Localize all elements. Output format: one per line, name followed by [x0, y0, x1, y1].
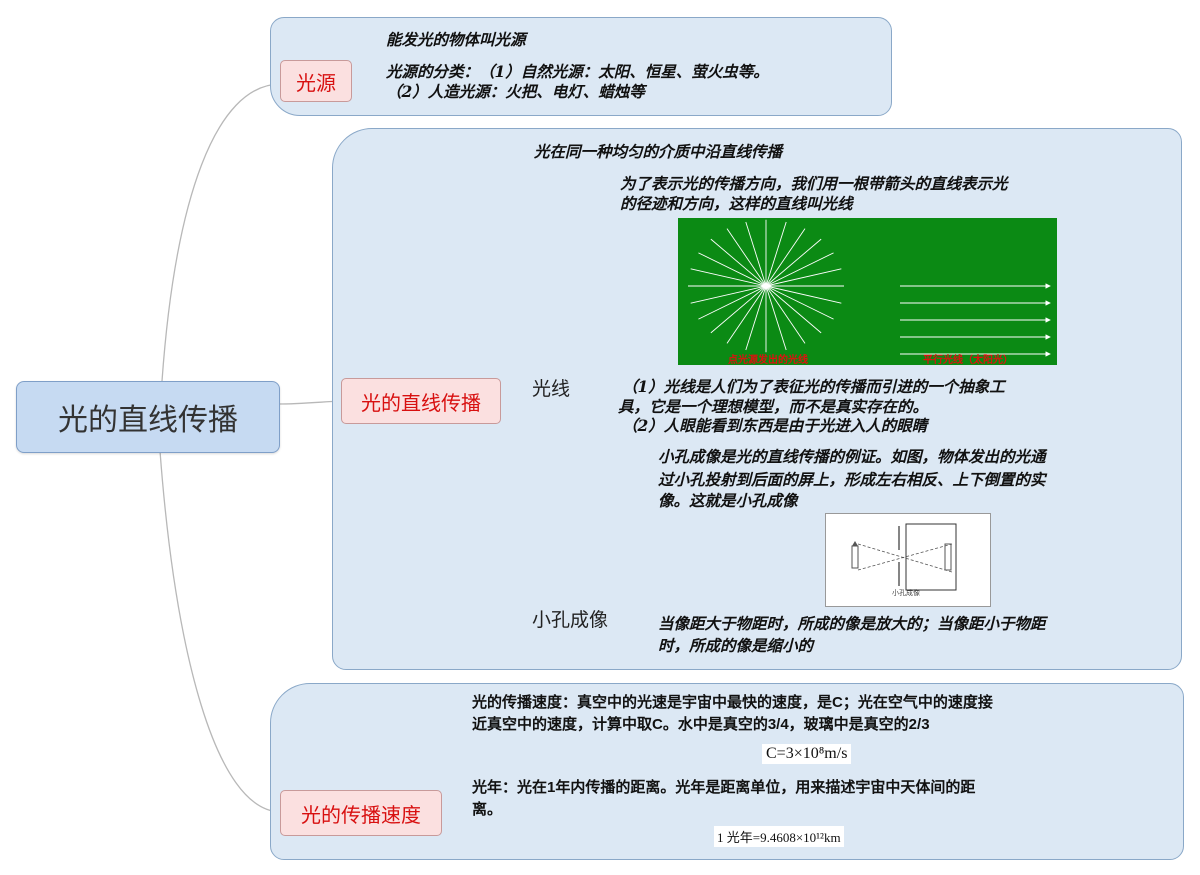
topic-propagation-label: 光的直线传播 [361, 390, 481, 415]
source-panel [270, 17, 892, 116]
ray-line [765, 268, 842, 287]
root-title: 光的直线传播 [58, 403, 238, 438]
point-source-dot [763, 283, 769, 289]
pinhole-note-2: 时，所成的像是缩小的 [658, 636, 814, 655]
ray-note-1: （1）光线是人们为了表征光的传播而引进的一个抽象工 [622, 377, 1005, 396]
ray-line [698, 252, 767, 287]
ray-line [690, 268, 767, 287]
source-definition: 能发光的物体叫光源 [386, 30, 526, 49]
root-topic[interactable]: 光的直线传播 [16, 381, 280, 453]
ray-line [765, 285, 842, 304]
topic-source-label: 光源 [296, 70, 336, 95]
parallel-light-caption: 平行光线（太阳光） [923, 355, 1013, 366]
ray-line [710, 238, 767, 287]
pinhole-figure-caption: 小孔成像 [892, 589, 920, 597]
point-source-caption: 点光源发出的光线 [728, 355, 808, 366]
connector-propagation [277, 400, 341, 405]
speed-description-2: 近真空中的速度，计算中取C。水中是真空的3/4，玻璃中是真空的2/3 [472, 716, 930, 733]
ray-line [745, 285, 767, 351]
pinhole-description-2: 过小孔投射到后面的屏上，形成左右相反、上下倒置的实 [658, 470, 1046, 489]
topic-propagation[interactable]: 光的直线传播 [341, 378, 501, 424]
ray-line [765, 285, 822, 334]
light-ray-figure: 点光源发出的光线 平行光线（太阳光） [678, 218, 1057, 366]
ray-line [690, 285, 767, 304]
speed-formula: C=3×10⁸m/s [762, 744, 852, 764]
pinhole-description-3: 像。这就是小孔成像 [658, 491, 798, 510]
ray-line [710, 285, 767, 334]
ray-definition-2: 的径迹和方向，这样的直线叫光线 [620, 194, 853, 213]
ray-definition-1: 为了表示光的传播方向，我们用一根带箭头的直线表示光 [620, 174, 1008, 193]
ray-note-2: 具，它是一个理想模型，而不是真实存在的。 [618, 397, 929, 416]
ray-line [745, 221, 767, 287]
ray-line [765, 221, 787, 287]
ray-line [698, 285, 767, 320]
pinhole-figure-drawing [851, 523, 957, 591]
topic-speed[interactable]: 光的传播速度 [280, 790, 442, 836]
ray-line [726, 285, 767, 344]
lightyear-description-2: 离。 [472, 801, 503, 818]
topic-source[interactable]: 光源 [280, 60, 352, 102]
ray-line [726, 228, 767, 287]
subtopic-ray-label[interactable]: 光线 [532, 378, 571, 400]
topic-speed-label: 光的传播速度 [301, 802, 421, 827]
ray-line [765, 285, 787, 351]
ray-line [765, 252, 834, 287]
source-classification-1: 光源的分类：（1）自然光源：太阳、恒星、萤火虫等。 [386, 62, 769, 81]
source-classification-2: （2）人造光源：火把、电灯、蜡烛等 [386, 82, 645, 101]
pinhole-note-1: 当像距大于物距时，所成的像是放大的；当像距小于物距 [658, 614, 1046, 633]
ray-line [765, 238, 822, 287]
ray-line [765, 285, 806, 344]
lightyear-description-1: 光年：光在1年内传播的距离。光年是距离单位，用来描述宇宙中天体间的距 [472, 779, 976, 796]
ray-note-3: （2）人眼能看到东西是由于光进入人的眼睛 [622, 416, 928, 435]
speed-description-1: 光的传播速度：真空中的光速是宇宙中最快的速度，是C；光在空气中的速度接 [472, 694, 993, 711]
subtopic-pinhole-label[interactable]: 小孔成像 [532, 609, 609, 631]
connector-speed [159, 450, 281, 813]
light-ray-figure-drawing [688, 219, 1051, 357]
pinhole-figure: 小孔成像 [825, 513, 991, 607]
parallel-rays [900, 283, 1051, 357]
ray-line [765, 228, 806, 287]
ray-line [765, 285, 834, 320]
lightyear-formula: 1 光年=9.4608×10¹²km [714, 826, 844, 847]
propagation-principle: 光在同一种均匀的介质中沿直线传播 [534, 142, 783, 161]
pinhole-description-1: 小孔成像是光的直线传播的例证。如图，物体发出的光通 [658, 447, 1046, 466]
point-source-rays [688, 219, 844, 353]
connector-source [161, 83, 281, 382]
